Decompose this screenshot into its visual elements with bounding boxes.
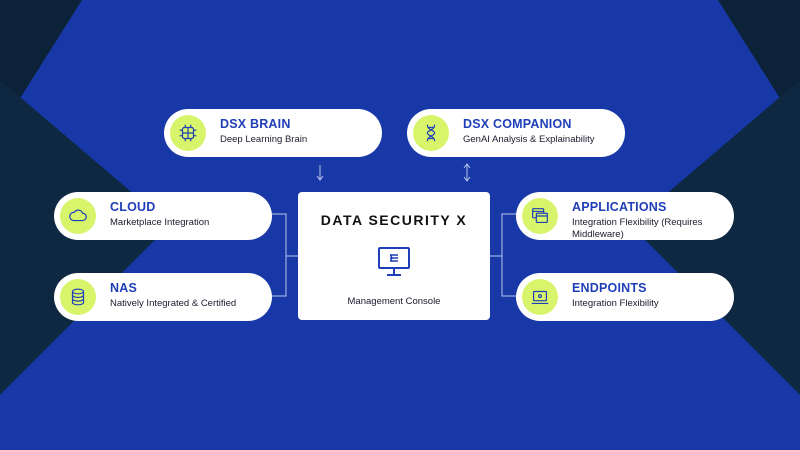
- monitor-icon: [378, 247, 410, 276]
- database-icon: [60, 279, 96, 315]
- applications-card: APPLICATIONS Integration Flexibility (Re…: [516, 192, 734, 240]
- dsx-companion-card: DSX COMPANION GenAI Analysis & Explainab…: [407, 109, 625, 157]
- dna-icon: [413, 115, 449, 151]
- card-title: NAS: [110, 281, 137, 295]
- cloud-icon: [60, 198, 96, 234]
- data-security-x-box: DATA SECURITY X Management Console: [298, 192, 490, 320]
- center-subtitle: Management Console: [347, 296, 441, 307]
- card-title: ENDPOINTS: [572, 281, 647, 295]
- card-subtitle: Marketplace Integration: [110, 217, 210, 228]
- card-subtitle: Integration Flexibility (Requires Middle…: [572, 217, 703, 240]
- card-title: APPLICATIONS: [572, 200, 667, 214]
- nas-card: NAS Natively Integrated & Certified: [54, 273, 272, 321]
- card-subtitle: GenAI Analysis & Explainability: [463, 134, 595, 145]
- app-windows-icon: [522, 198, 558, 234]
- card-subtitle: Deep Learning Brain: [220, 134, 308, 145]
- cloud-card: CLOUD Marketplace Integration: [54, 192, 272, 240]
- dsx-brain-card: DSX BRAIN Deep Learning Brain: [164, 109, 382, 157]
- card-title: CLOUD: [110, 200, 156, 214]
- center-title: DATA SECURITY X: [320, 212, 468, 228]
- card-subtitle: Natively Integrated & Certified: [110, 298, 237, 309]
- card-subtitle: Integration Flexibility: [572, 298, 659, 309]
- card-title: DSX BRAIN: [220, 117, 291, 131]
- laptop-icon: [522, 279, 558, 315]
- endpoints-card: ENDPOINTS Integration Flexibility: [516, 273, 734, 321]
- brain-icon: [170, 115, 206, 151]
- card-title: DSX COMPANION: [463, 117, 572, 131]
